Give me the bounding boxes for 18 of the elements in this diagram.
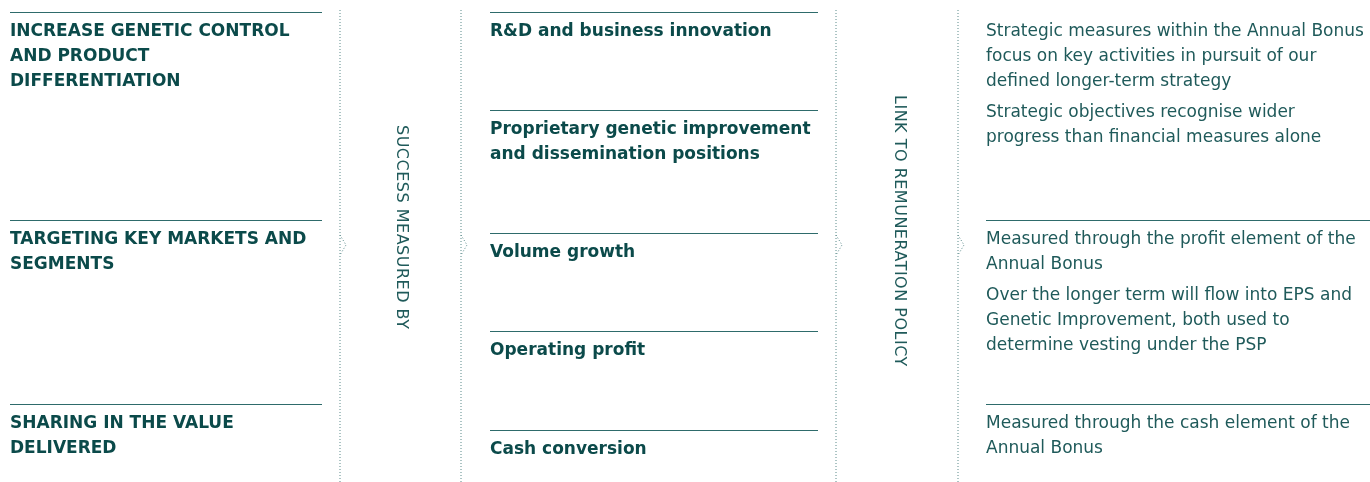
strategy-heading: SHARING IN THE VALUE DELIVERED [10, 411, 235, 459]
measure-block [490, 110, 818, 166]
measure-heading: Cash conversion [490, 437, 648, 460]
remuneration-text: Strategic objectives recognise wider progress than financial measures alone [986, 100, 1323, 148]
strategy-heading: TARGETING KEY MARKETS AND SEGMENTS [10, 227, 308, 275]
remuneration-text: Over the longer term will flow into EPS and Genetic Improvement, both used to determine vesting under the PSP [986, 283, 1353, 356]
measure-heading: Operating profit [490, 338, 647, 361]
remuneration-text: Measured through the cash element of the Annual Bonus [986, 411, 1351, 459]
measure-block [490, 233, 818, 264]
strategy-heading: INCREASE GENETIC CONTROL AND PRODUCT DIFFERENTIATION [10, 19, 291, 92]
measure-heading: Volume growth [490, 240, 637, 263]
remuneration-text: Strategic measures within the Annual Bonus focus on key activities in pursuit of our defined longer-term strategy [986, 19, 1365, 92]
measure-block [490, 331, 818, 362]
remuneration-text: Measured through the profit element of the Annual Bonus [986, 227, 1357, 275]
measure-heading: R&D and business innovation [490, 19, 773, 42]
measure-heading: Proprietary genetic improvement and dissemination positions [490, 117, 812, 165]
column-heading: LINK TO REMUNERATION POLICY [891, 95, 910, 367]
column-heading: SUCCESS MEASURED BY [393, 125, 412, 330]
